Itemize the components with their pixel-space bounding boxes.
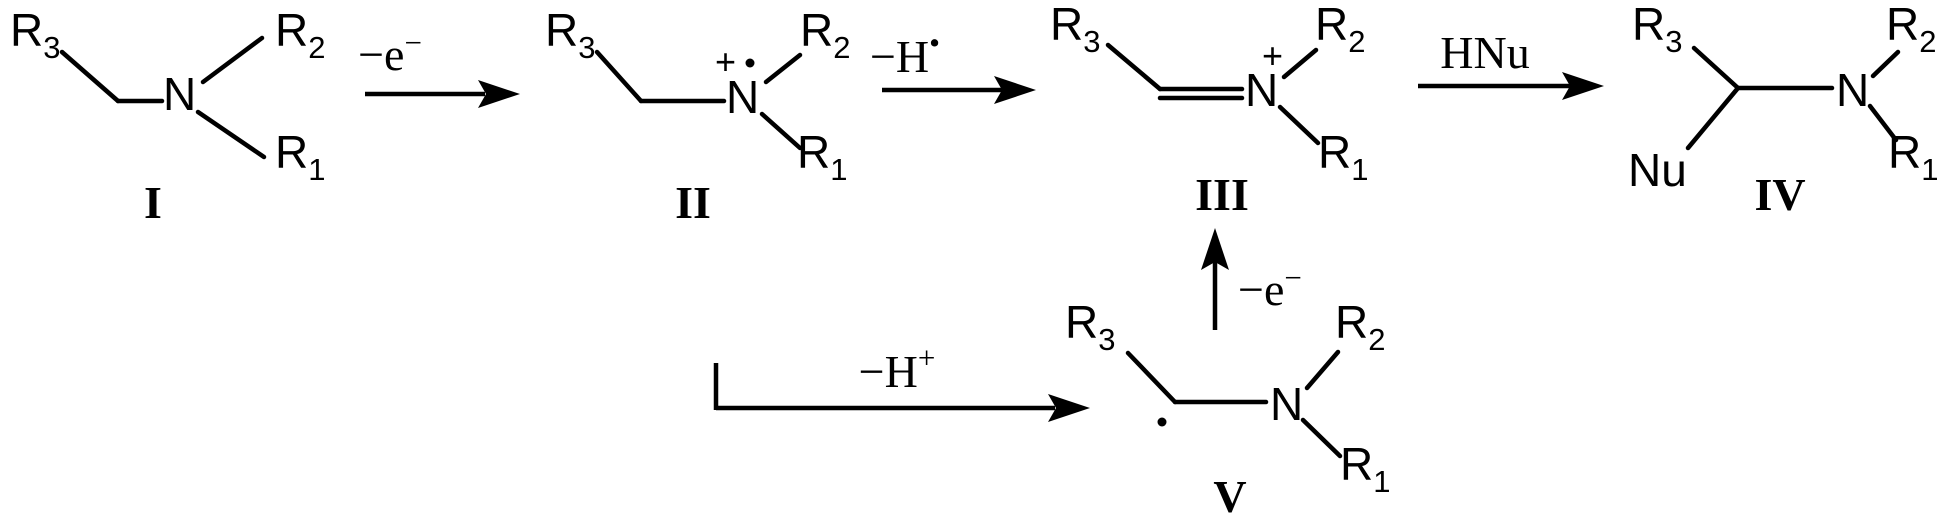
nitrogen-atom: N [726,71,759,123]
bond [1685,85,1741,151]
compound-i: R3 R2 N R1 I [10,4,325,228]
radical-dot [1157,417,1167,427]
arrow-label-minus-h-atom: −H• [870,25,940,82]
nitrogen-atom: N [1270,378,1303,430]
r3-group: R3 [1632,0,1682,59]
arrow-nucleophile-addition: HNu [1418,27,1604,100]
r1-group: R1 [797,126,847,187]
radical-dot [745,58,755,68]
compound-v: R3 R2 N R1 V [1065,296,1390,521]
arrow-hydrogen-abstraction: −H• [870,25,1036,104]
r3-group: R3 [1050,0,1100,59]
compound-label-ii: II [675,177,711,228]
bond [594,49,644,104]
compound-ii: R3 R2 + N R1 II [545,4,850,228]
arrow-oxidation-1: −e− [358,25,520,108]
bond [59,49,121,104]
r1-group: R1 [1888,126,1938,187]
arrow-label-minus-e: −e− [1238,260,1302,315]
r2-group: R2 [1335,296,1385,357]
r2-group: R2 [1886,0,1936,59]
compound-label-i: I [144,177,162,228]
arrow-label-minus-e: −e− [358,25,422,80]
arrow-oxidation-2: −e− [1201,228,1302,330]
r3-group: R3 [545,4,595,65]
r1-group: R1 [275,126,325,187]
bond [195,109,267,160]
r3-group: R3 [1065,296,1115,357]
r3-group: R3 [10,4,60,65]
nitrogen-atom: N [1836,64,1869,116]
nucleophile-group: Nu [1628,144,1687,196]
compound-label-iv: IV [1754,169,1805,220]
bond [759,111,803,151]
nitrogen-atom: N [163,68,196,120]
positive-charge: + [715,41,736,82]
r2-group: R2 [275,4,325,65]
arrow-label-minus-h-plus: −H+ [859,340,936,397]
bond [1125,350,1178,405]
arrow-label-hnu: HNu [1440,27,1529,78]
bond [763,52,803,85]
r2-group: R2 [800,4,850,65]
bond [1277,104,1321,146]
bond [200,35,265,85]
arrow-deprotonation: −H+ [713,340,1090,422]
compound-label-iii: III [1195,169,1249,220]
r1-group: R1 [1340,438,1390,499]
bond [1105,42,1163,92]
nitrogen-atom: N [1245,64,1278,116]
bond [1691,45,1741,91]
bond [1300,417,1343,459]
compound-label-v: V [1213,471,1246,521]
r1-group: R1 [1318,126,1368,187]
bond [1281,47,1319,80]
bond [1867,103,1899,143]
bond [1304,349,1341,391]
positive-charge: + [1262,35,1283,76]
r2-group: R2 [1315,0,1365,59]
bond [1870,49,1901,79]
compound-iii: R3 R2 + N R1 III [1050,0,1368,220]
compound-iv: R3 R2 N Nu R1 IV [1628,0,1938,220]
